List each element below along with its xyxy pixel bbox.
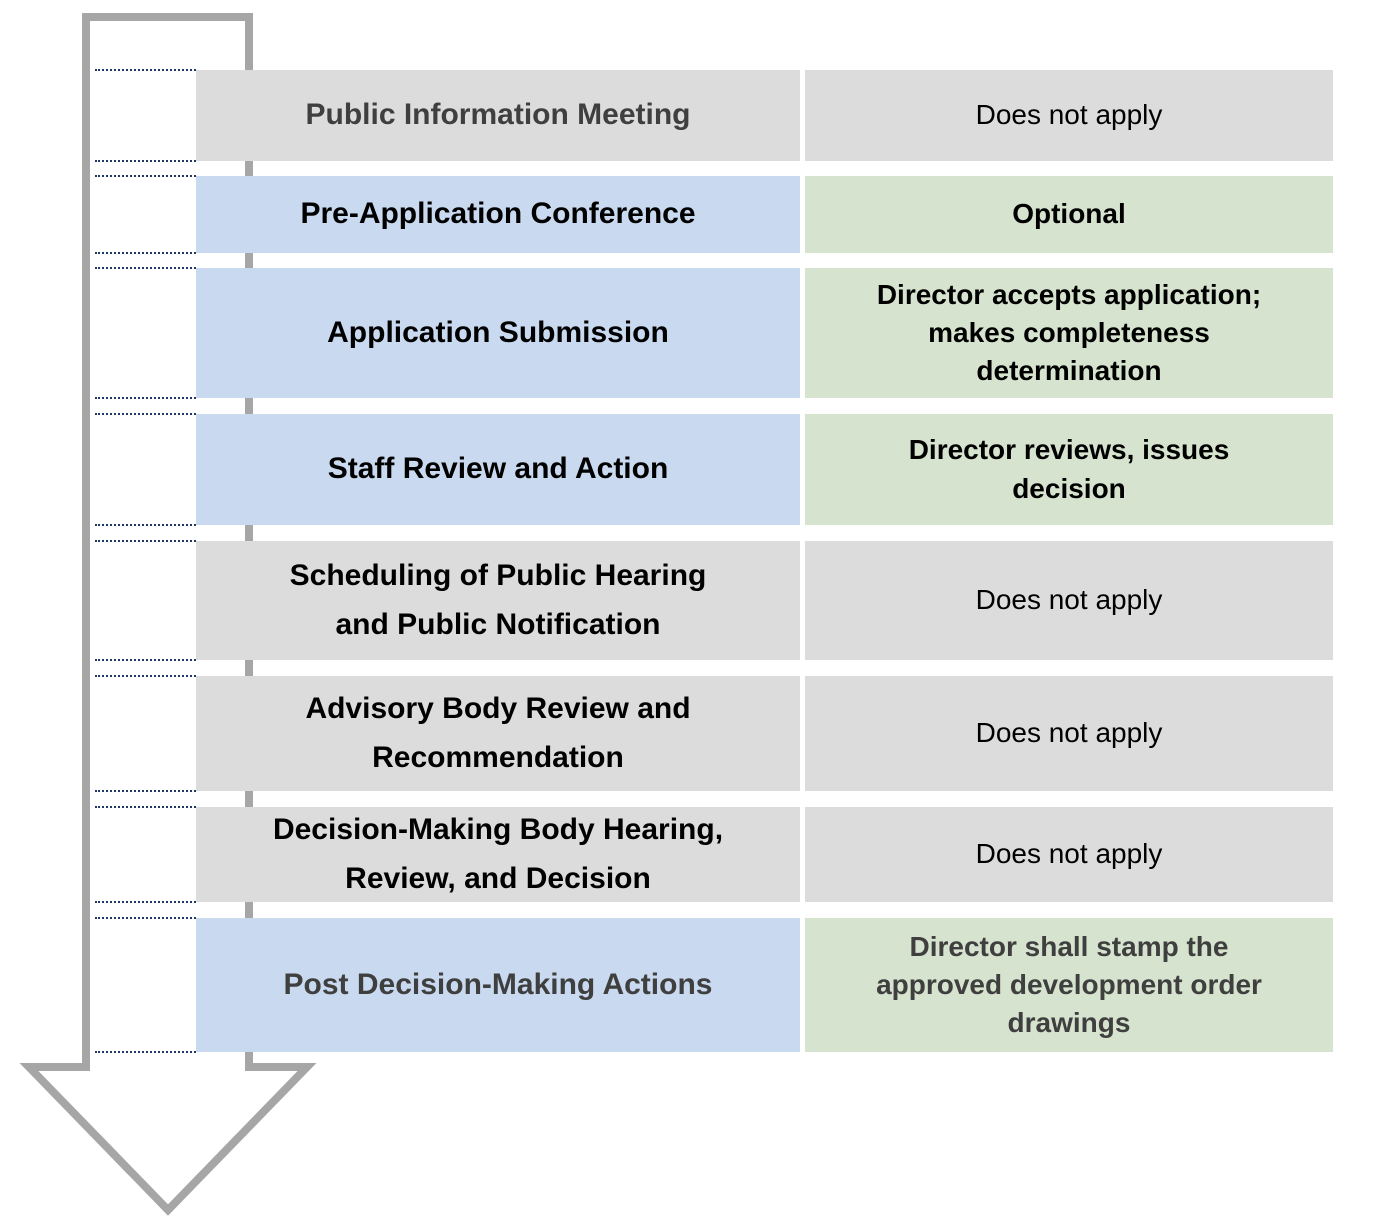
row-staff-review-and-action: Staff Review and Action Director reviews… bbox=[95, 413, 1333, 526]
row-boundary-dotted-line bbox=[95, 1051, 196, 1053]
row-boundary-dotted-line bbox=[95, 540, 196, 542]
row-boundary-dotted-line bbox=[95, 659, 196, 661]
row-boundary-dotted-line bbox=[95, 790, 196, 792]
row-boundary-dotted-line bbox=[95, 675, 196, 677]
step-staff-review-and-action: Staff Review and Action bbox=[196, 414, 800, 525]
row-boundary-dotted-line bbox=[95, 160, 196, 162]
step-decision-making-body-hearing: Decision-Making Body Hearing, Review, an… bbox=[196, 807, 800, 902]
detail-pre-application-conference: Optional bbox=[805, 176, 1333, 253]
row-boundary-dotted-line bbox=[95, 917, 196, 919]
step-application-submission: Application Submission bbox=[196, 268, 800, 398]
row-pre-application-conference: Pre-Application Conference Optional bbox=[95, 175, 1333, 254]
row-post-decision-making-actions: Post Decision-Making Actions Director sh… bbox=[95, 917, 1333, 1053]
row-public-information-meeting: Public Information Meeting Does not appl… bbox=[95, 69, 1333, 162]
step-scheduling-of-public-hearing: Scheduling of Public Hearing and Public … bbox=[196, 541, 800, 660]
step-advisory-body-review: Advisory Body Review and Recommendation bbox=[196, 676, 800, 791]
step-public-information-meeting: Public Information Meeting bbox=[196, 70, 800, 161]
row-boundary-dotted-line bbox=[95, 806, 196, 808]
detail-public-information-meeting: Does not apply bbox=[805, 70, 1333, 161]
step-pre-application-conference: Pre-Application Conference bbox=[196, 176, 800, 253]
detail-staff-review-and-action: Director reviews, issues decision bbox=[805, 414, 1333, 525]
detail-decision-making-body-hearing: Does not apply bbox=[805, 807, 1333, 902]
row-decision-making-body-hearing: Decision-Making Body Hearing, Review, an… bbox=[95, 806, 1333, 903]
detail-post-decision-making-actions: Director shall stamp the approved develo… bbox=[805, 918, 1333, 1052]
detail-scheduling-of-public-hearing: Does not apply bbox=[805, 541, 1333, 660]
row-boundary-dotted-line bbox=[95, 69, 196, 71]
row-advisory-body-review: Advisory Body Review and Recommendation … bbox=[95, 675, 1333, 792]
row-scheduling-of-public-hearing: Scheduling of Public Hearing and Public … bbox=[95, 540, 1333, 661]
row-boundary-dotted-line bbox=[95, 413, 196, 415]
row-boundary-dotted-line bbox=[95, 175, 196, 177]
step-post-decision-making-actions: Post Decision-Making Actions bbox=[196, 918, 800, 1052]
row-boundary-dotted-line bbox=[95, 524, 196, 526]
row-boundary-dotted-line bbox=[95, 252, 196, 254]
row-boundary-dotted-line bbox=[95, 397, 196, 399]
row-application-submission: Application Submission Director accepts … bbox=[95, 267, 1333, 399]
row-boundary-dotted-line bbox=[95, 901, 196, 903]
detail-advisory-body-review: Does not apply bbox=[805, 676, 1333, 791]
row-boundary-dotted-line bbox=[95, 267, 196, 269]
detail-application-submission: Director accepts application; makes comp… bbox=[805, 268, 1333, 398]
